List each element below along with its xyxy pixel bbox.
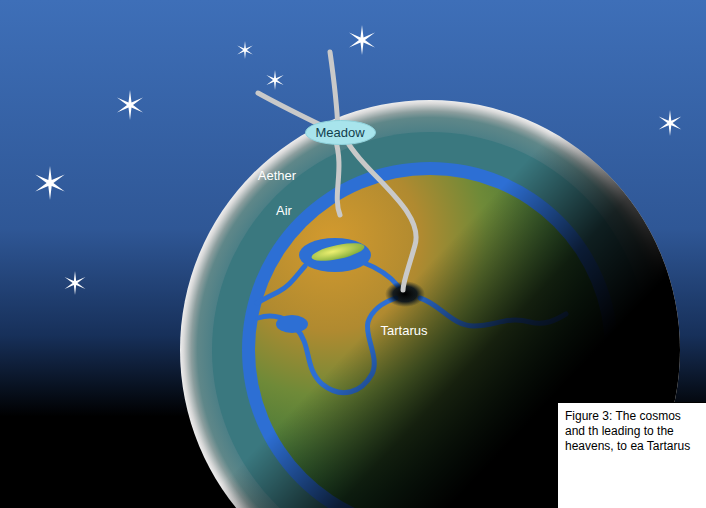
star <box>35 166 64 200</box>
caption-box: Figure 3: The cosmos and th leading to t… <box>557 402 706 508</box>
star <box>349 25 375 55</box>
star <box>266 70 283 90</box>
figure-caption: Figure 3: The cosmos and th leading to t… <box>558 403 699 454</box>
star <box>65 271 86 295</box>
soul-path <box>335 138 340 215</box>
star <box>237 41 253 59</box>
meadow-ellipse: Meadow <box>305 120 376 145</box>
soul-path <box>345 138 416 290</box>
ellipse-fill <box>305 120 375 144</box>
layer-label: Tartarus <box>381 323 428 338</box>
node-text: Meadow <box>315 125 364 140</box>
soul-paths <box>258 52 416 290</box>
star <box>117 90 143 120</box>
layer-label: Air <box>276 203 292 218</box>
star <box>659 110 682 136</box>
layer-label: Aether <box>258 168 296 183</box>
soul-path <box>330 52 338 130</box>
node-texts: Meadow <box>315 125 364 140</box>
